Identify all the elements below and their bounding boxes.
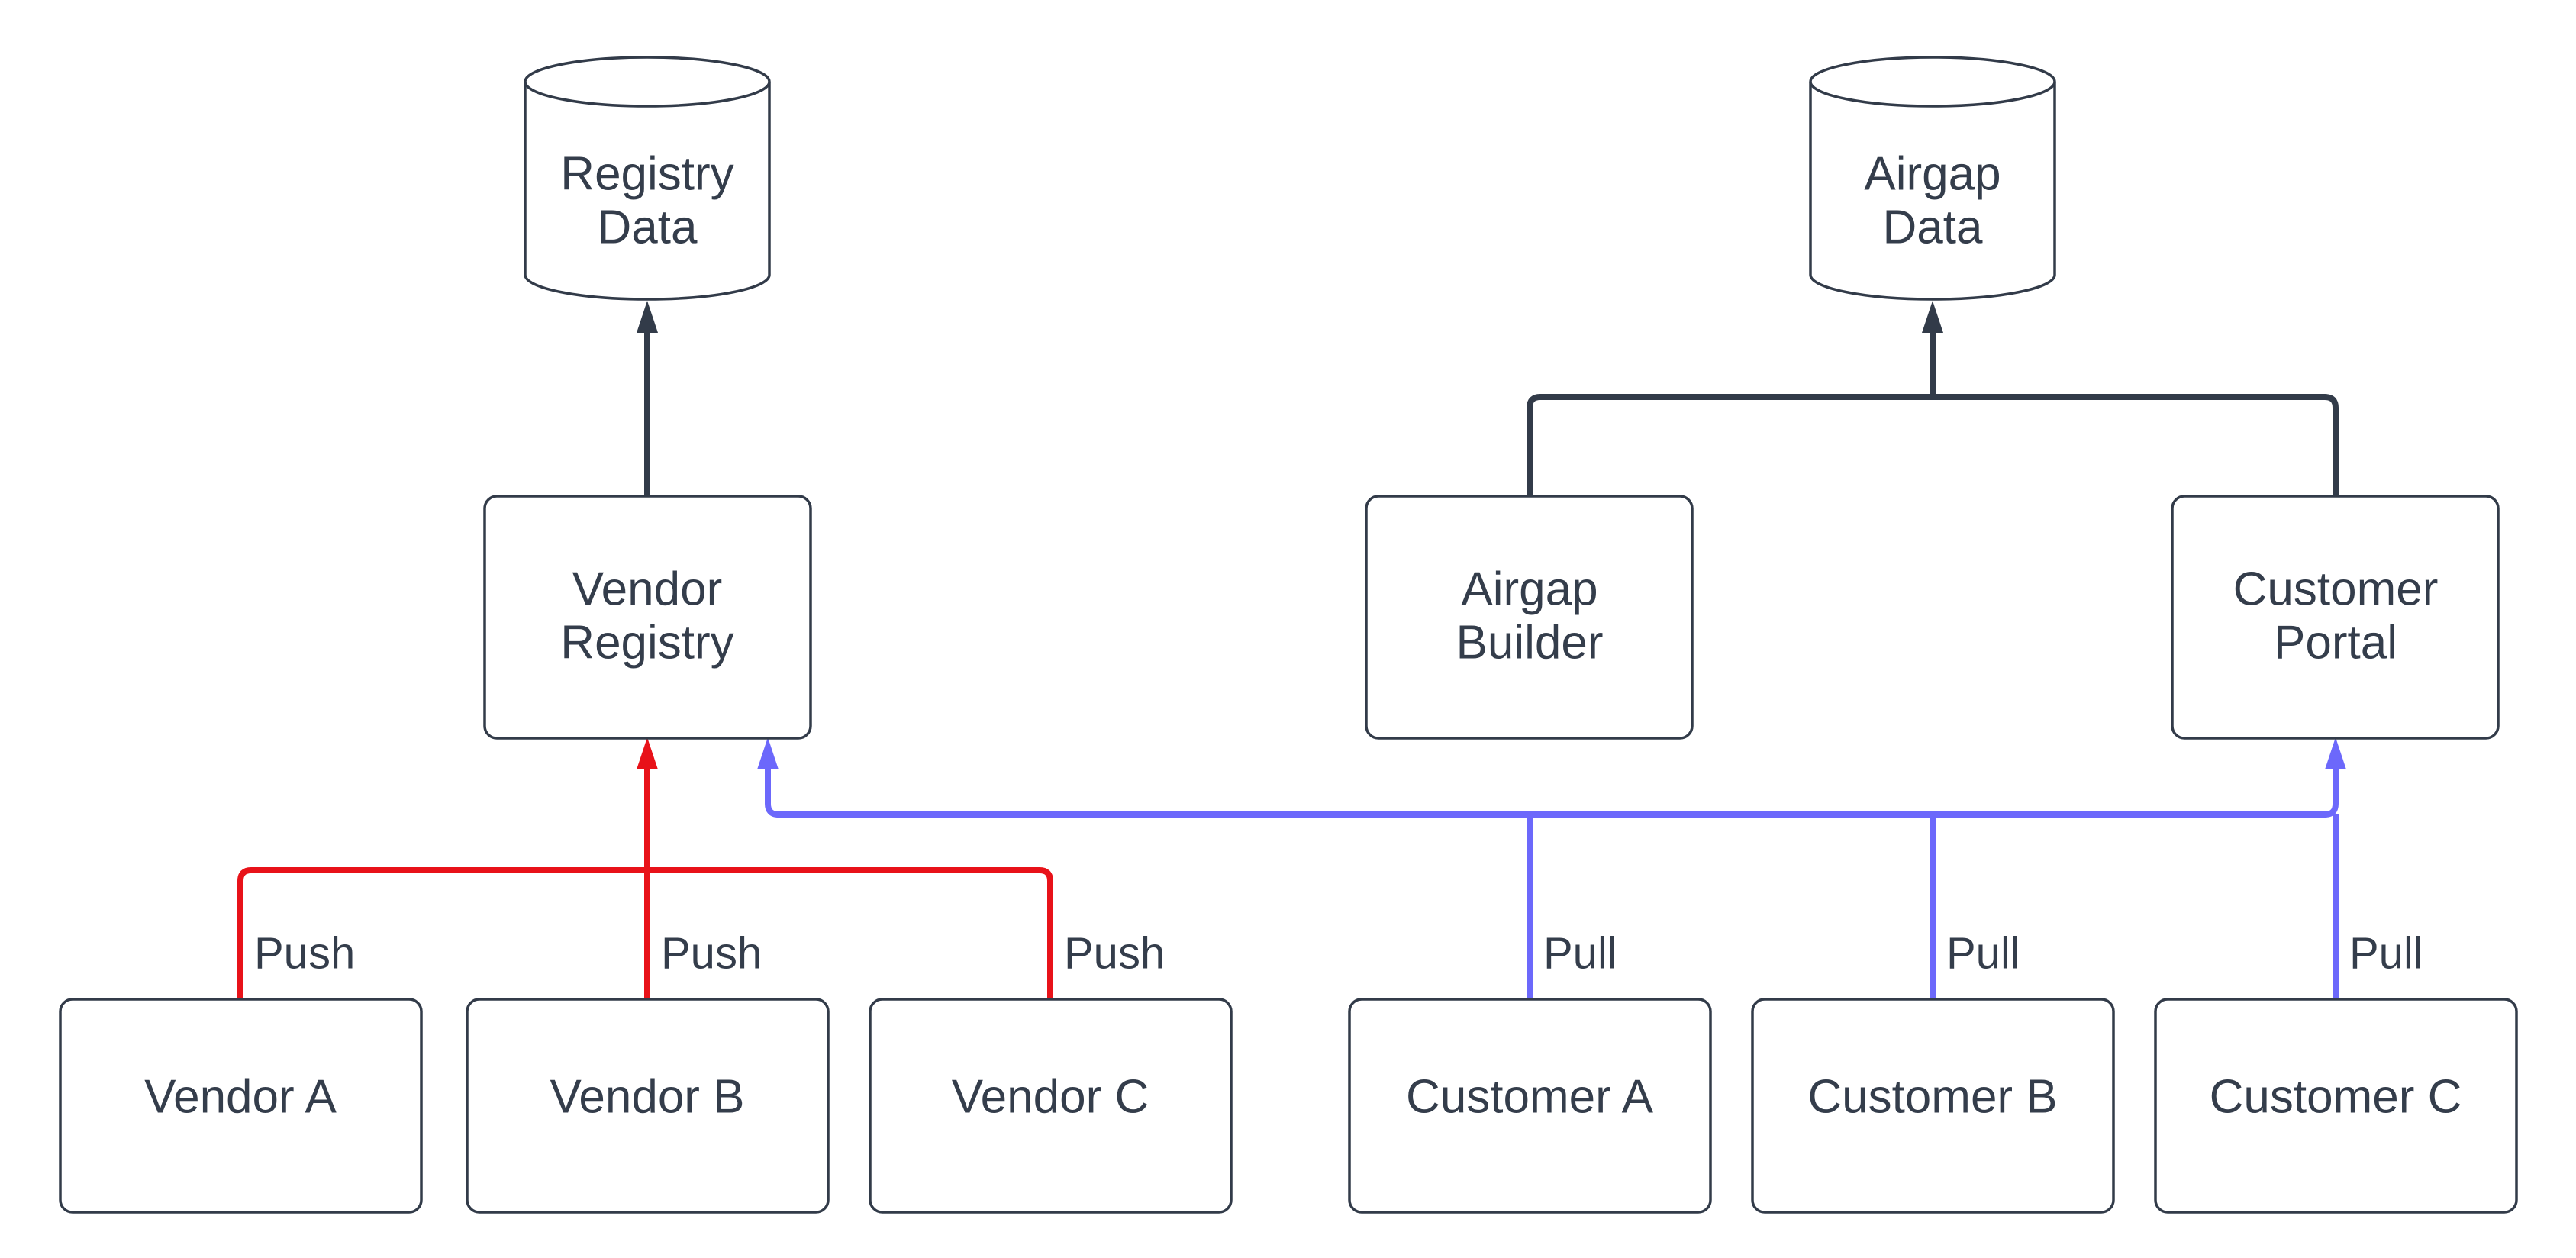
pull-bus-line <box>765 765 2339 818</box>
vendor-a-node: Vendor A <box>59 998 423 1214</box>
registry-data-node: Registry Data <box>524 56 771 301</box>
registry-data-arrowhead-icon <box>637 301 658 333</box>
airgap-builder-box <box>1365 495 1694 740</box>
pull-label-customer-a: Pull <box>1543 929 1617 979</box>
airgap-data-label-line2: Data <box>1883 202 1983 254</box>
airgap-branch-line <box>1527 394 2339 496</box>
airgap-data-cylinder-top <box>1809 56 2056 108</box>
vendor-b-label: Vendor B <box>550 1071 744 1124</box>
pull-label-customer-c: Pull <box>2349 929 2423 979</box>
customer-a-box <box>1348 998 1712 1214</box>
vendor-registry-label-line2: Registry <box>560 617 733 669</box>
airgap-data-node: Airgap Data <box>1809 56 2056 301</box>
registry-data-label-line2: Data <box>598 202 698 254</box>
vendor-registry-label-line1: Vendor <box>572 563 723 616</box>
airgap-data-arrowhead-icon <box>1922 301 1943 333</box>
push-label-vendor-c: Push <box>1064 929 1165 979</box>
airgap-builder-label-line1: Airgap <box>1461 563 1598 616</box>
push-label-vendor-b: Push <box>661 929 762 979</box>
vendor-c-node: Vendor C <box>869 998 1233 1214</box>
pull-label-customer-b: Pull <box>1946 929 2020 979</box>
customer-c-box <box>2154 998 2518 1214</box>
customer-c-node: Customer C <box>2154 998 2518 1214</box>
push-label-vendor-a: Push <box>254 929 355 979</box>
registry-data-cylinder-body <box>524 82 771 301</box>
pull-connectors <box>757 737 2346 999</box>
vendor-registry-node: Vendor Registry <box>483 495 812 740</box>
pull-to-vendor-registry-arrowhead-icon <box>757 737 779 769</box>
customer-a-node: Customer A <box>1348 998 1712 1214</box>
vendor-a-box <box>59 998 423 1214</box>
airgap-builder-label-line2: Builder <box>1456 617 1604 669</box>
push-arrowhead-icon <box>637 737 658 769</box>
customer-b-label: Customer B <box>1807 1071 2057 1124</box>
vendor-registry-box <box>483 495 812 740</box>
customer-portal-node: Customer Portal <box>2171 495 2500 740</box>
customer-portal-label-line2: Portal <box>2274 617 2397 669</box>
airgap-data-label-line1: Airgap <box>1864 148 2001 201</box>
vendor-c-label: Vendor C <box>952 1071 1149 1124</box>
pull-to-customer-portal-arrowhead-icon <box>2325 737 2346 769</box>
airgap-builder-node: Airgap Builder <box>1365 495 1694 740</box>
customer-c-label: Customer C <box>2210 1071 2462 1124</box>
edge-labels: Push Push Push Pull Pull Pull <box>254 929 2423 979</box>
data-flow-connectors <box>637 301 2339 496</box>
vendor-b-node: Vendor B <box>466 998 830 1214</box>
registry-data-label-line1: Registry <box>560 148 733 201</box>
customer-a-label: Customer A <box>1406 1071 1654 1124</box>
customer-portal-label-line1: Customer <box>2233 563 2439 616</box>
vendor-a-label: Vendor A <box>144 1071 337 1124</box>
push-connectors <box>237 737 1053 999</box>
customer-b-box <box>1751 998 2115 1214</box>
vendor-c-box <box>869 998 1233 1214</box>
vendor-b-box <box>466 998 830 1214</box>
airgap-data-cylinder-body <box>1809 82 2056 301</box>
customer-portal-box <box>2171 495 2500 740</box>
customer-b-node: Customer B <box>1751 998 2115 1214</box>
registry-data-cylinder-top <box>524 56 771 108</box>
